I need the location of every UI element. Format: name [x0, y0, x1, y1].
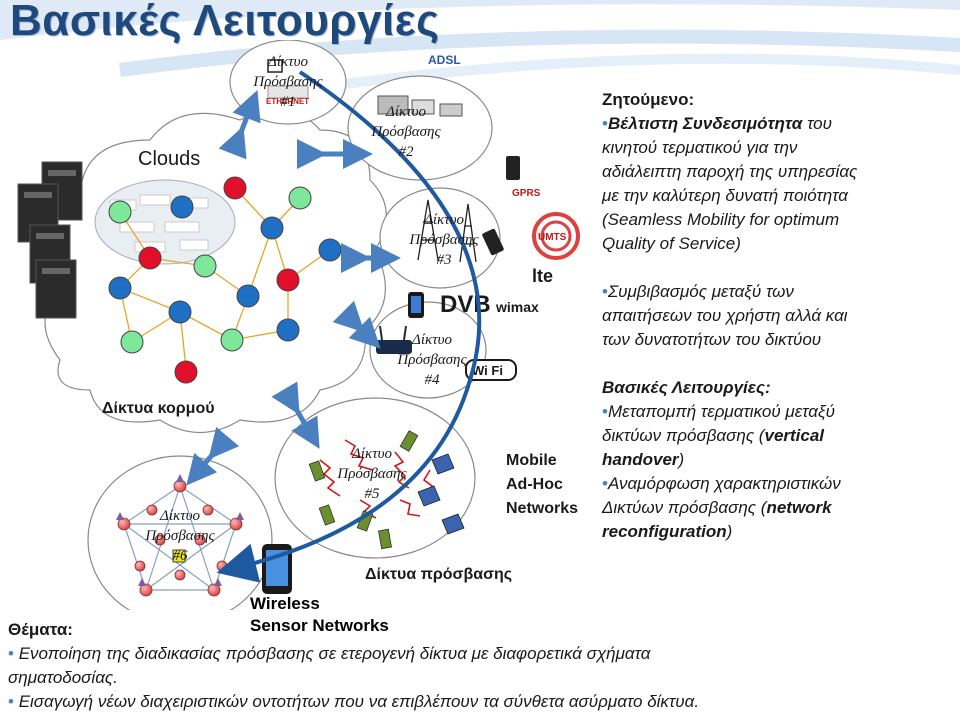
access-network-5-label: Δίκτυο Πρόσβασης #5 — [322, 444, 422, 504]
core-mesh-nodes — [108, 176, 342, 384]
ethernet-logo: ETHERNET — [266, 97, 309, 106]
access-network-6-name: Δίκτυο Πρόσβασης — [145, 508, 215, 544]
sink-node-icon — [172, 549, 186, 563]
requirement-item-2-line1: Συμβιβασμός μεταξύ των — [607, 282, 794, 301]
wifi-logo: Wi Fi — [465, 359, 517, 381]
function-item-2-bold2: reconfiguration — [602, 522, 727, 541]
topic-item-1-line2: σηματοδοσίας. — [8, 668, 118, 687]
manet-label-line3: Networks — [506, 500, 579, 517]
access-networks-label: Δίκτυα πρόσβασης — [365, 566, 513, 583]
topics-heading: Θέματα: — [8, 620, 73, 639]
topics-panel: Θέματα: • Ενοποίηση της διαδικασίας πρόσ… — [8, 618, 948, 714]
function-item-2-line1: Αναμόρφωση χαρακτηριστικών — [607, 474, 841, 493]
server-icon — [17, 161, 83, 319]
function-item-2-end: ) — [726, 522, 733, 541]
function-item-1-bold2: handover — [602, 450, 679, 469]
cloud-providers-logos — [94, 179, 236, 265]
bullet: • — [602, 474, 608, 493]
requirement-item-2-line3: των δυνατοτήτων του δικτύου — [602, 330, 822, 349]
wifi-logo-text: Wi Fi — [472, 363, 503, 378]
function-item-1-bold1: vertical — [764, 426, 825, 445]
function-item-1: •Μεταπομπή τερματικού μεταξύ δικτύων πρό… — [602, 400, 947, 472]
access-network-5-name: Δίκτυο Πρόσβασης — [337, 446, 407, 482]
access-network-2-name: Δίκτυο Πρόσβασης — [371, 104, 441, 140]
requirement-item-1-line2: κινητού τερματικού για την — [602, 138, 798, 157]
manet-label-line2: Ad-Hoc — [506, 476, 563, 493]
wifi-router-icon — [376, 325, 412, 354]
access-network-4-label: Δίκτυο Πρόσβασης #4 — [384, 330, 480, 390]
access-network-2-label: Δίκτυο Πρόσβασης #2 — [358, 102, 454, 162]
requirement-item-1-line6: Quality of Service) — [602, 234, 741, 253]
adsl-logo-text: ADSL — [428, 53, 461, 67]
requirement-item-2-line2: απαιτήσεων του χρήστη αλλά και — [602, 306, 848, 325]
topic-item-2: • Εισαγωγή νέων διαχειριστικών οντοτήτων… — [8, 690, 948, 714]
background-swoosh — [0, 0, 960, 95]
umts-logo: UMTS — [532, 212, 580, 260]
access-network-3-name: Δίκτυο Πρόσβασης — [409, 212, 479, 248]
requirement-item-2: •Συμβιβασμός μεταξύ των απαιτήσεων του χ… — [602, 280, 947, 352]
access-network-1-name: Δίκτυο Πρόσβασης — [253, 54, 323, 90]
requirement-item-1-line4: με την καλύτερη δυνατή ποιότητα — [602, 186, 848, 205]
wsn-label-line1: Wireless — [250, 594, 320, 613]
topic-item-1: • Ενοποίηση της διαδικασίας πρόσβασης σε… — [8, 642, 948, 690]
lte-logo: lte — [532, 266, 553, 286]
access-network-4-num: #4 — [424, 372, 440, 388]
mobile-phone-icon — [482, 228, 504, 256]
gprs-logo: GPRS — [506, 156, 541, 199]
sensor-node-icons — [117, 479, 243, 597]
manet-label-line1: Mobile — [506, 452, 557, 469]
umts-logo-text: UMTS — [538, 232, 567, 243]
dvb-logo: DVB — [440, 291, 491, 318]
slide-title: Βασικές Λειτουργίες — [10, 0, 440, 45]
access-network-3-num: #3 — [436, 252, 452, 268]
bullet: • — [8, 644, 14, 663]
functions-heading: Βασικές Λειτουργίες: — [602, 378, 771, 397]
function-item-1-line2: δικτύων πρόσβασης ( — [602, 426, 765, 445]
access-network-6-num: #6 — [172, 548, 188, 564]
function-item-1-end: ) — [678, 450, 685, 469]
network-diagram: ADSL ETHERNET GPRS UMTS lte DVB wimax Wi… — [17, 40, 580, 610]
gprs-logo-text: GPRS — [512, 188, 541, 199]
function-item-1-line1: Μεταπομπή τερματικού μεταξύ — [607, 402, 835, 421]
access-network-4-bubble — [369, 301, 487, 399]
link-arrows — [186, 90, 401, 486]
access-network-2-num: #2 — [398, 144, 414, 160]
requirement-item-1-line3: αδιάλειπτη παροχή της υπηρεσίας — [602, 162, 858, 181]
bullet: • — [602, 402, 608, 421]
function-item-2-bold1: network — [766, 498, 832, 517]
handover-arc — [216, 70, 482, 583]
access-network-1-num: #1 — [280, 94, 296, 110]
function-item-2: •Αναμόρφωση χαρακτηριστικών Δικτύων πρόσ… — [602, 472, 947, 544]
topic-item-2-line1: Εισαγωγή νέων διαχειριστικών οντοτήτων π… — [18, 692, 700, 711]
core-cloud — [44, 109, 387, 434]
adsl-logo: ADSL — [428, 53, 461, 67]
access-network-5-num: #5 — [364, 486, 380, 502]
ethernet-icon — [267, 59, 309, 99]
wimax-logo: wimax — [495, 299, 539, 315]
requirement-item-1: •Βέλτιστη Συνδεσιμότητα του κινητού τερμ… — [602, 112, 947, 256]
function-item-2-line2: Δικτύων πρόσβασης ( — [602, 498, 767, 517]
modem-icon — [377, 95, 463, 117]
requirement-item-1-line1: του — [802, 114, 832, 133]
bullet: • — [8, 692, 14, 711]
requirements-heading: Ζητούμενο: — [602, 90, 695, 109]
core-network-label: Δίκτυα κορμού — [102, 400, 215, 417]
requirement-item-1-bold: Βέλτιστη Συνδεσιμότητα — [607, 114, 803, 133]
smartphone-icon — [408, 292, 424, 318]
topic-item-1-line1: Ενοποίηση της διαδικασίας πρόσβασης σε ε… — [18, 644, 651, 663]
requirements-panel: Ζητούμενο: •Βέλτιστη Συνδεσιμότητα του κ… — [602, 88, 947, 544]
bullet: • — [602, 282, 608, 301]
wsn-label-line2: Sensor Networks — [250, 616, 389, 635]
clouds-label: Clouds — [138, 148, 201, 170]
requirement-item-1-line5: (Seamless Mobility for optimum — [602, 210, 840, 229]
laptop-icon — [417, 453, 465, 535]
access-network-4-name: Δίκτυο Πρόσβασης — [397, 332, 467, 368]
access-network-3-label: Δίκτυο Πρόσβασης #3 — [396, 210, 492, 270]
access-network-6-label: Δίκτυο Πρόσβασης #6 — [130, 506, 230, 566]
bullet: • — [602, 114, 608, 133]
access-network-1-label: Δίκτυο Πρόσβασης #1 — [238, 52, 338, 112]
